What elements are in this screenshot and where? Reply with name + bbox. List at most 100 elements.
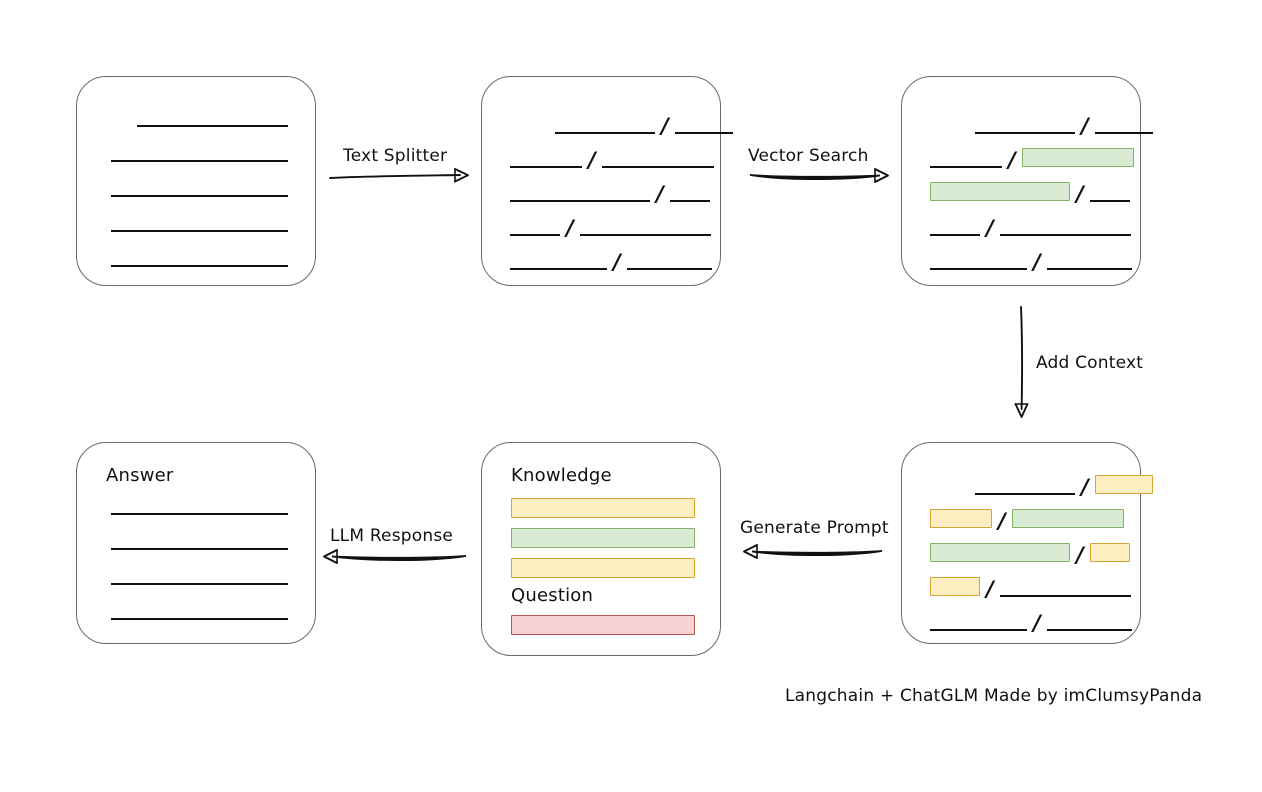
yellow-highlight-segment: [930, 576, 980, 596]
vector-results-box[interactable]: / / / / /: [901, 76, 1153, 286]
text-line: [137, 125, 288, 127]
text-line: [111, 195, 288, 197]
prompt-box[interactable]: Knowledge Question: [481, 442, 721, 656]
split-text-row: /: [930, 180, 1130, 206]
text-line: [111, 583, 288, 585]
slash-separator: /: [1081, 114, 1089, 138]
split-text-row: /: [930, 609, 1132, 635]
text-line-segment: [930, 146, 1002, 168]
vector-results-rows: / / / / /: [902, 77, 1153, 285]
split-text-row: /: [555, 112, 733, 138]
answer-label: Answer: [106, 465, 174, 486]
text-line-segment: [930, 248, 1027, 270]
slash-separator: /: [613, 250, 621, 274]
split-text-row: /: [930, 214, 1131, 240]
llm-response-arrow: [318, 548, 468, 570]
yellow-highlight-segment: [1090, 542, 1130, 562]
slash-separator: /: [1076, 543, 1084, 567]
arrow-label-generate-prompt: Generate Prompt: [740, 518, 889, 538]
split-text-row: /: [930, 248, 1132, 273]
source-document-lines: [77, 77, 315, 285]
text-line: [111, 548, 288, 550]
text-line-segment: [1047, 609, 1132, 631]
generate-prompt-arrow: [738, 543, 884, 565]
text-line-segment: [1090, 180, 1130, 202]
text-line: [111, 160, 288, 162]
text-splitter-arrow: [328, 166, 470, 188]
knowledge-bar: [511, 558, 695, 578]
split-text-row: /: [975, 473, 1153, 499]
split-text-row: /: [510, 180, 710, 206]
text-line-segment: [602, 146, 714, 168]
slash-separator: /: [661, 114, 669, 138]
slash-separator: /: [1081, 475, 1089, 499]
text-line-segment: [930, 609, 1027, 631]
text-line: [111, 618, 288, 620]
text-line-segment: [930, 214, 980, 236]
arrow-label-vector-search: Vector Search: [748, 146, 869, 166]
split-text-row: /: [930, 507, 1124, 533]
text-line-segment: [510, 146, 582, 168]
slash-separator: /: [998, 509, 1006, 533]
green-highlight-segment: [930, 181, 1070, 201]
text-line-segment: [510, 214, 560, 236]
text-line-segment: [975, 473, 1075, 495]
text-line-segment: [675, 112, 733, 134]
split-text-row: /: [510, 146, 714, 172]
context-added-box[interactable]: / / / / /: [901, 442, 1153, 644]
yellow-highlight-segment: [930, 508, 992, 528]
question-label: Question: [511, 585, 594, 606]
split-chunks-box[interactable]: / / / / /: [481, 76, 733, 286]
green-highlight-segment: [930, 542, 1070, 562]
green-highlight-segment: [1012, 508, 1124, 528]
text-line-segment: [975, 112, 1075, 134]
add-context-arrow: [1010, 305, 1034, 419]
slash-separator: /: [1033, 611, 1041, 635]
split-text-row: /: [510, 248, 712, 274]
slash-separator: /: [1008, 148, 1016, 172]
arrow-label-add-context: Add Context: [1036, 353, 1144, 373]
source-document-box[interactable]: [76, 76, 316, 286]
text-line-segment: [510, 180, 650, 202]
answer-box[interactable]: Answer: [76, 442, 316, 644]
question-bars: [482, 443, 720, 655]
split-text-row: /: [930, 541, 1130, 567]
knowledge-bar: [511, 498, 695, 518]
text-line: [111, 513, 288, 515]
slash-separator: /: [566, 216, 574, 240]
text-line-segment: [1000, 214, 1131, 236]
knowledge-bars: [482, 443, 720, 655]
question-bar: [511, 615, 695, 635]
diagram-caption: Langchain + ChatGLM Made by imClumsyPand…: [785, 686, 1203, 706]
slash-separator: /: [986, 577, 994, 601]
text-line-segment: [1095, 112, 1153, 134]
text-line-segment: [1000, 575, 1131, 597]
text-line: [111, 230, 288, 232]
text-line-segment: [1047, 248, 1132, 270]
split-chunks-rows: / / / / /: [482, 77, 733, 285]
slash-separator: /: [1076, 182, 1084, 206]
slash-separator: /: [656, 182, 664, 206]
knowledge-label: Knowledge: [511, 465, 612, 486]
text-line-segment: [580, 214, 711, 236]
yellow-highlight-segment: [1095, 474, 1153, 494]
split-text-row: /: [975, 112, 1153, 138]
context-added-rows: / / / / /: [902, 443, 1153, 643]
slash-separator: /: [588, 148, 596, 172]
slash-separator: /: [986, 216, 994, 240]
text-line-segment: [627, 248, 712, 270]
knowledge-bar: [511, 528, 695, 548]
text-line-segment: [510, 248, 607, 270]
vector-search-arrow: [748, 166, 890, 188]
split-text-row: /: [930, 146, 1134, 172]
arrow-label-text-splitter: Text Splitter: [343, 146, 448, 166]
green-highlight-segment: [1022, 147, 1134, 167]
text-line-segment: [555, 112, 655, 134]
split-text-row: /: [930, 575, 1131, 601]
split-text-row: /: [510, 214, 711, 240]
answer-lines: [77, 443, 315, 643]
arrow-label-llm-response: LLM Response: [330, 526, 454, 546]
text-line: [111, 265, 288, 267]
text-line-segment: [670, 180, 710, 202]
